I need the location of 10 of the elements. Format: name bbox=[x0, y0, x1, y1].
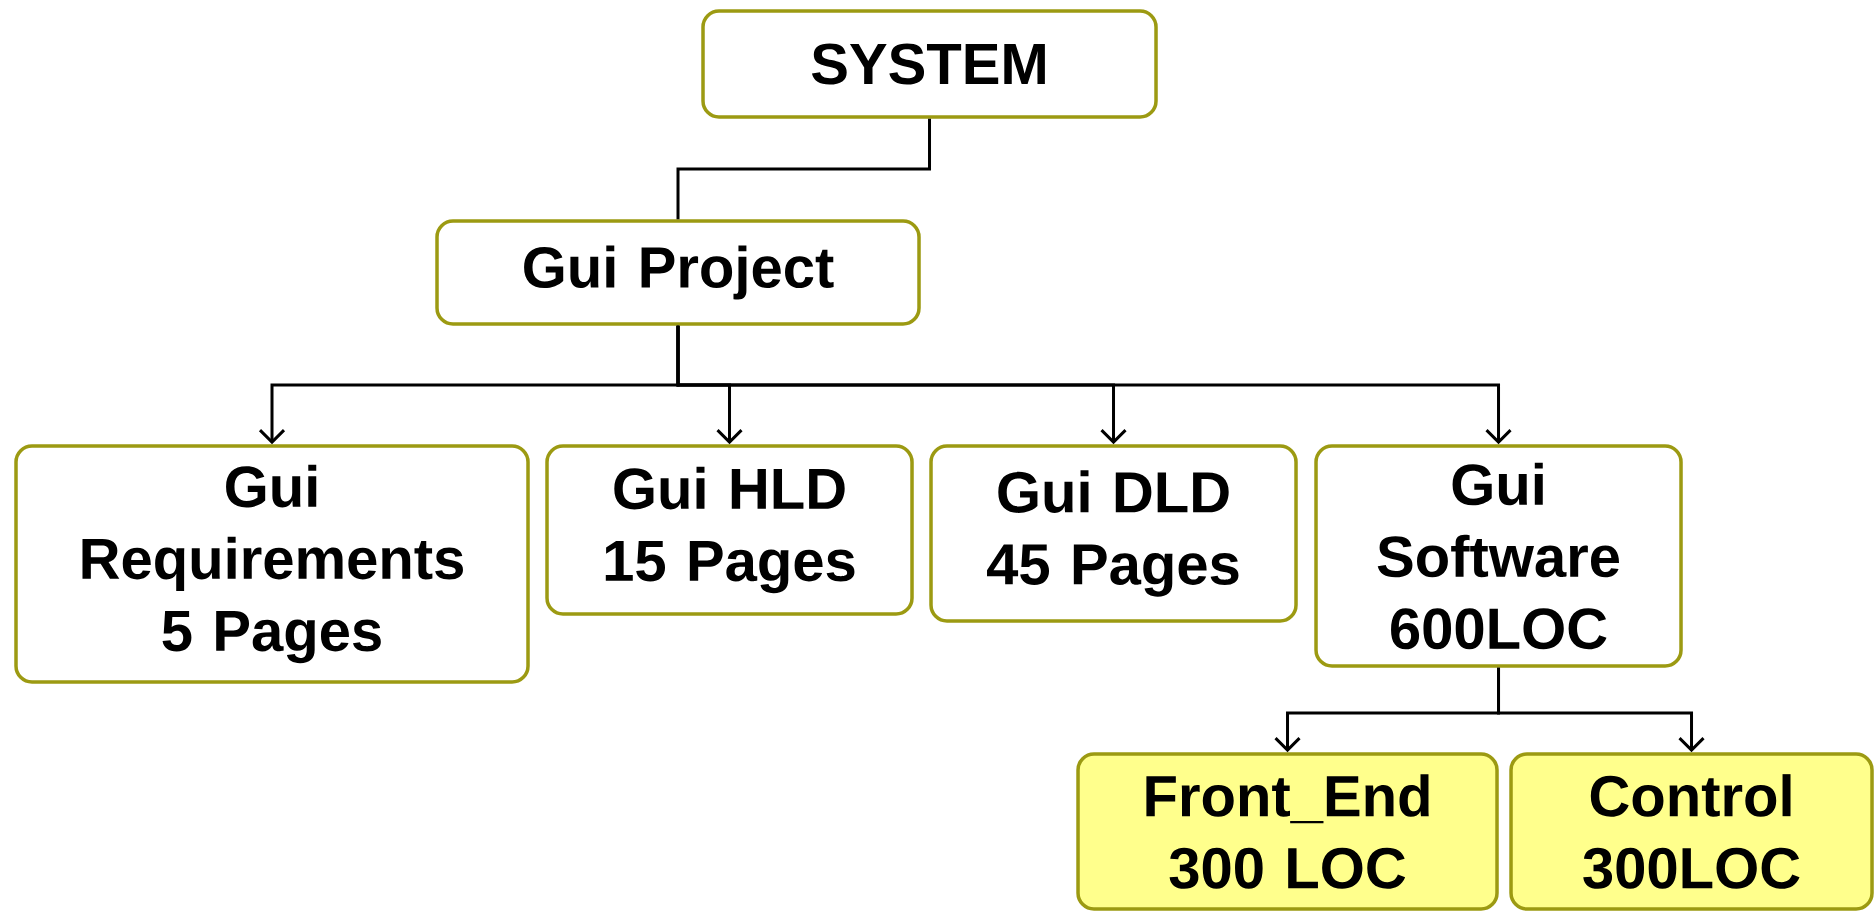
box: SYSTEM bbox=[701, 9, 1158, 119]
box: Gui Requirements 5 Pages bbox=[14, 444, 530, 684]
box: Control 300LOC bbox=[1509, 752, 1874, 911]
box: Gui Project bbox=[435, 219, 921, 326]
box: Gui Software 600LOC bbox=[1314, 444, 1683, 668]
connector-arrow bbox=[676, 325, 1512, 445]
box: Gui HLD 15 Pages bbox=[545, 444, 914, 616]
box: Front_End 300 LOC bbox=[1076, 752, 1499, 911]
connector-arrow bbox=[1497, 667, 1705, 753]
box: Gui DLD 45 Pages bbox=[929, 444, 1298, 623]
